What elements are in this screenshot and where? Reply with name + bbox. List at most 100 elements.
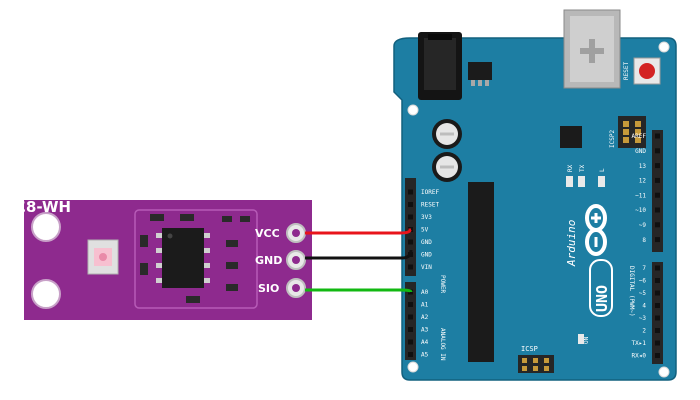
digital-bottom-pin-label: ~5 [639,290,647,297]
digital-header-label: DIGITAL (PWM~) [628,266,635,317]
digital-bottom-pin-label: ~6 [639,278,647,285]
digital-header-bottom [652,262,663,364]
power-pin-socket[interactable] [408,239,413,245]
power-pin-label: VIN [421,264,432,271]
analog-pin-label: A4 [421,339,429,346]
power-pin-label: 3V3 [421,214,432,221]
power-header [405,178,416,276]
smd-component [140,235,148,247]
digital-top-pin-label: ~11 [635,192,646,199]
wire-sio-to-a0 [305,288,413,293]
digital-top-pin-socket[interactable] [655,163,660,169]
power-pin-socket[interactable] [408,202,413,207]
digital-bottom-pin-socket[interactable] [655,328,660,333]
power-pin-label: 5V [421,227,429,234]
analog-pin-socket[interactable] [408,314,413,320]
digital-bottom-pin-label: ~3 [639,315,647,322]
icsp-label: ICSP [521,345,538,353]
capacitor [432,119,462,149]
digital-top-pin-socket[interactable] [655,148,660,154]
usb-connector [563,9,621,89]
digital-top-pin-socket[interactable] [655,192,660,198]
tx-label: TX [579,164,586,172]
digital-bottom-pin-socket[interactable] [655,278,660,283]
power-pin-label: GND [421,252,432,259]
analog-pin-label: A0 [421,289,429,296]
module-pin-vcc[interactable] [286,223,306,243]
digital-top-pin-label: ~9 [639,222,647,229]
power-pin-label: RESET [421,202,439,209]
power-header-label: POWER [439,275,446,293]
power-pin-label: GND [421,239,432,246]
hw837-module: HW-837 [5,198,312,320]
digital-top-pin-label: 8 [642,237,646,244]
digital-top-pin-socket[interactable] [655,133,660,139]
atmega-chip [468,182,494,362]
digital-top-pin-socket[interactable] [655,207,660,213]
reset-button[interactable] [633,57,661,85]
digital-header-top [652,130,663,252]
wire-vcc-to-5v [305,228,412,235]
pin-label-gnd: GND [255,254,282,267]
arduino-uno-board: RESET ICSP2 RX TX L [393,9,677,381]
rx-led [566,176,573,187]
digital-bottom-pin-socket[interactable] [655,290,660,296]
analog-pin-label: A3 [421,327,429,334]
smd-component [140,263,148,275]
power-pin-socket[interactable] [408,214,413,220]
mount-hole [658,366,670,378]
digital-top-pin-socket[interactable] [655,177,660,183]
l-label: L [599,168,606,172]
module-mount-hole [31,212,61,242]
digital-bottom-pin-label: 4 [642,303,646,310]
module-ic [156,228,210,288]
icsp-header [518,355,554,373]
digital-bottom-pin-socket[interactable] [655,303,660,308]
voltage-regulator [468,62,492,86]
smd-component [226,262,238,269]
analog-pin-socket[interactable] [408,302,413,307]
digital-bottom-pin-socket[interactable] [655,340,660,346]
analog-header [405,282,416,360]
analog-pin-socket[interactable] [408,327,413,332]
digital-top-pin-label: 13 [639,163,647,170]
digital-top-pin-socket[interactable] [655,222,660,228]
smd-component [150,214,164,221]
uno-badge [589,259,613,317]
icsp2-label: ICSP2 [609,130,616,148]
arduino-brand: Arduino [565,220,578,267]
usb-interface-chip [560,126,582,148]
on-led [578,334,584,344]
analog-pin-socket[interactable] [408,352,413,357]
analog-pin-label: A1 [421,302,429,309]
power-pin-socket[interactable] [408,264,413,270]
analog-pin-label: A5 [421,352,429,359]
digital-bottom-pin-socket[interactable] [655,265,660,271]
digital-top-pin-label: 12 [639,178,647,185]
smd-component [240,216,250,222]
arduino-logo [585,204,607,256]
rx-label: RX [567,164,574,172]
mount-hole [407,361,419,373]
module-pin-gnd[interactable] [286,250,306,270]
on-label: ON [583,336,590,344]
module-name: HW-837 [5,198,71,216]
digital-bottom-pin-socket[interactable] [655,353,660,358]
digital-bottom-pin-socket[interactable] [655,315,660,321]
digital-top-pin-label: AREF [632,133,647,140]
power-pin-socket[interactable] [408,189,413,195]
module-pin-sio[interactable] [286,278,306,298]
analog-pin-socket[interactable] [408,339,413,345]
tx-led [578,176,585,187]
pin-label-sio: SIO [258,282,279,295]
digital-top-pin-label: ~10 [635,207,646,214]
pin-label-vcc: VCC [255,227,280,240]
icsp2-header [618,116,646,148]
digital-top-pin-socket[interactable] [655,237,660,243]
l-led [598,176,605,187]
smd-component [226,240,238,247]
